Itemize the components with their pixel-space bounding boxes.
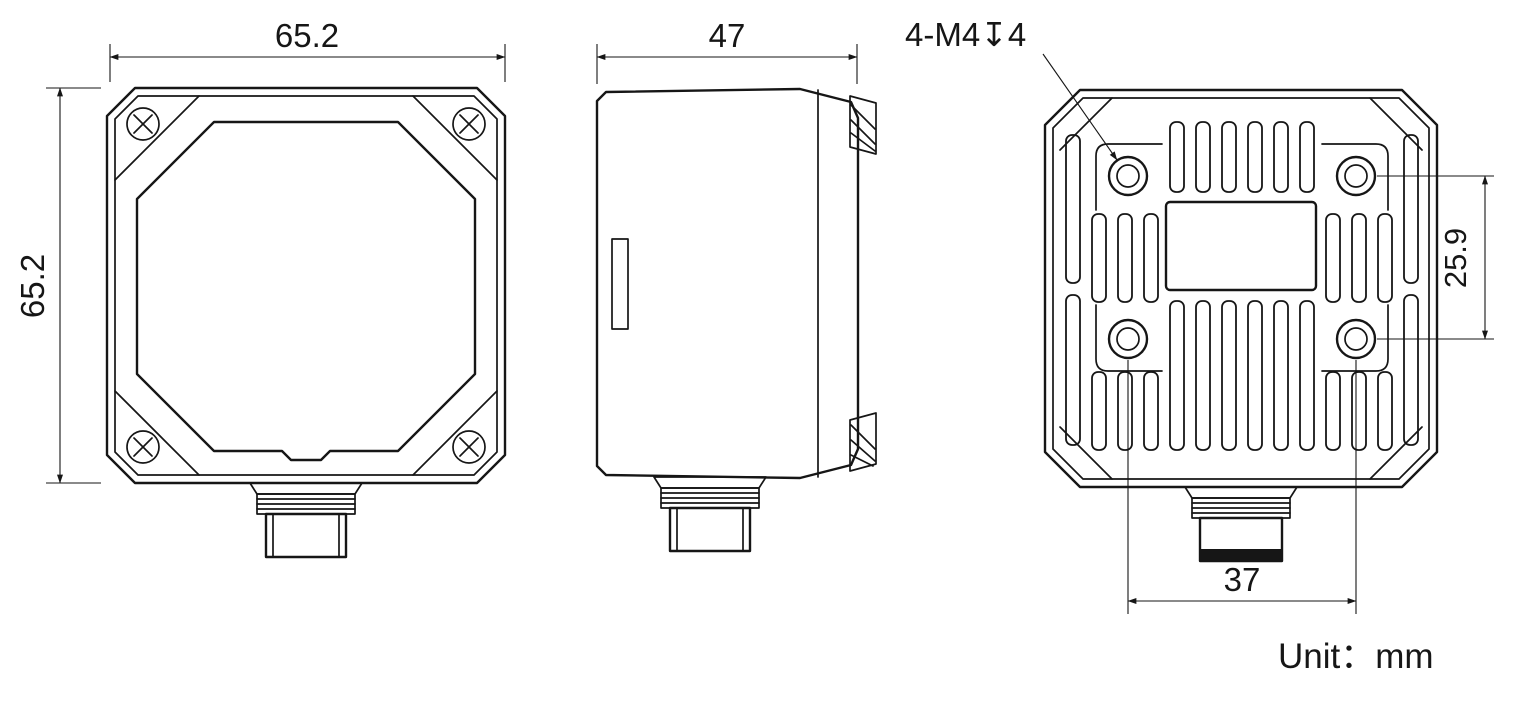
dim-hole-spacing-vertical: 25.9 [1438, 228, 1473, 288]
heatsink-fins [1065, 121, 1419, 451]
side-slot [611, 238, 629, 330]
mounting-hole [1335, 318, 1377, 360]
thread-callout: 4-M4↧4 [905, 16, 1026, 53]
m12-connector [249, 482, 363, 559]
m12-connector [653, 476, 767, 553]
phillips-screw [126, 430, 160, 464]
side-view [595, 87, 877, 553]
front-panel [135, 120, 477, 462]
dim-side-depth: 47 [709, 17, 746, 54]
rear-view [1043, 88, 1439, 563]
corner-chamfer-lines [1059, 97, 1423, 480]
side-corner-pad [849, 412, 877, 472]
corner-pads [114, 95, 498, 476]
mounting-hole [1335, 155, 1377, 197]
phillips-screw [452, 107, 486, 141]
phillips-screw [126, 107, 160, 141]
callout-leader-line [1042, 53, 1118, 161]
mounting-hole [1107, 155, 1149, 197]
side-corner-pad [849, 95, 877, 155]
label-plate [1164, 200, 1318, 292]
dim-front-width: 65.2 [275, 17, 339, 54]
phillips-screw [452, 430, 486, 464]
mounting-hole [1107, 318, 1149, 360]
unit-label: Unit：mm [1278, 637, 1434, 676]
hole-grooves [1095, 143, 1389, 372]
dimension-annotations: 65.2 65.2 47 4-M4↧4 25.9 37 Unit：mm [14, 16, 1494, 676]
front-view [105, 86, 507, 559]
m12-connector [1184, 486, 1298, 563]
dim-hole-spacing-horizontal: 37 [1224, 561, 1261, 598]
dim-front-height: 65.2 [14, 254, 51, 318]
